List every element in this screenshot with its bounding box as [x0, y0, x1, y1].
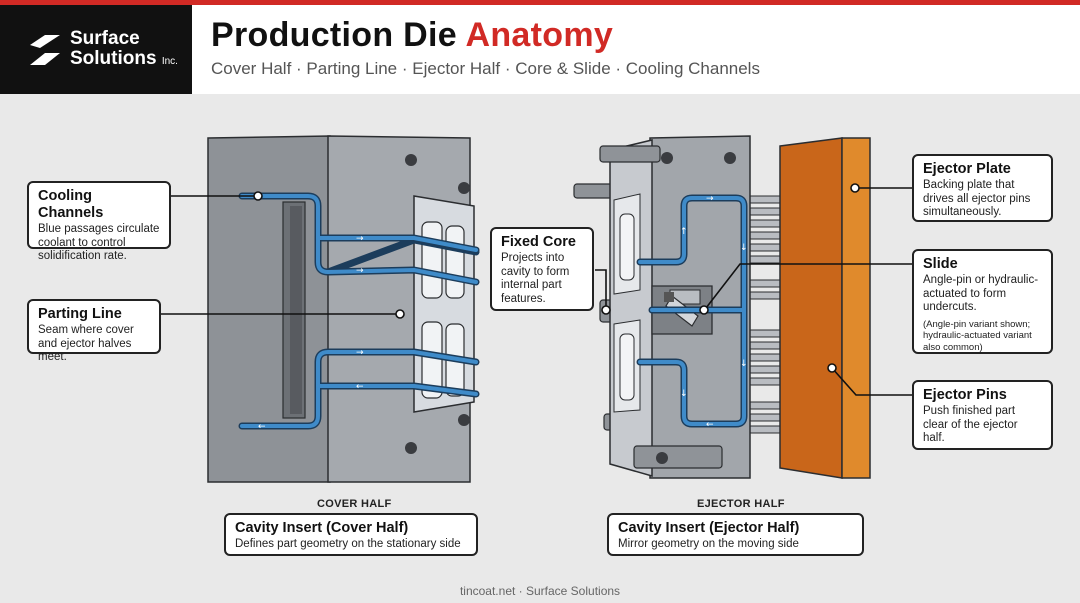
svg-text:↓: ↓ — [740, 243, 748, 253]
callout-slide: Slide Angle-pin or hydraulic-actuated to… — [912, 249, 1053, 354]
svg-text:→: → — [356, 234, 364, 244]
callout-cooling-channels: Cooling Channels Blue passages circulate… — [27, 181, 171, 262]
callout-cavity-ejector-title: Cavity Insert (Ejector Half) — [618, 520, 800, 536]
callout-parting-body: Seam where cover and ejector halves meet… — [38, 324, 134, 363]
logo-line2: Solutions Inc. — [70, 49, 178, 72]
svg-text:↑: ↑ — [680, 227, 688, 237]
title-accent: Anatomy — [465, 16, 614, 54]
svg-text:←: ← — [356, 382, 364, 392]
cooling-channels-ejector — [638, 196, 746, 426]
callout-pins-body: Push finished part clear of the ejector … — [923, 405, 1018, 444]
header — [192, 5, 1080, 94]
callout-ejector-plate: Ejector Plate Backing plate that drives … — [912, 154, 1053, 222]
callout-slide-note: (Angle-pin variant shown; hydraulic-actu… — [923, 318, 1032, 353]
callout-slide-title: Slide — [923, 256, 958, 272]
logo-mark-icon — [30, 35, 60, 65]
accent-bar — [0, 0, 1080, 5]
callout-slide-body: Angle-pin or hydraulic-actuated to form … — [923, 274, 1039, 313]
svg-text:←: ← — [706, 420, 714, 430]
label-ejector-half: EJECTOR HALF — [697, 498, 785, 510]
callout-core-title: Fixed Core — [501, 234, 576, 250]
svg-text:→: → — [706, 194, 714, 204]
ejector-plate — [779, 137, 843, 479]
callout-cavity-cover-body: Defines part geometry on the stationary … — [235, 538, 461, 550]
callout-cooling-body: Blue passages circulate coolant to contr… — [38, 223, 160, 262]
callout-core-body: Projects into cavity to form internal pa… — [501, 252, 570, 305]
callout-ejector-pins: Ejector Pins Push finished part clear of… — [912, 380, 1053, 450]
page-title: Production Die Anatomy — [211, 16, 613, 55]
callout-parting-title: Parting Line — [38, 306, 122, 322]
callout-cavity-ejector: Cavity Insert (Ejector Half) Mirror geom… — [607, 513, 864, 556]
svg-text:←: ← — [258, 422, 266, 432]
cover-half: → → → ← ← — [207, 135, 480, 483]
label-cover-half: COVER HALF — [317, 498, 392, 510]
ejector-half: → ↑ ↓ ↓ ↓ ← — [573, 135, 871, 479]
svg-text:↓: ↓ — [680, 389, 688, 399]
callout-plate-body: Backing plate that drives all ejector pi… — [923, 179, 1031, 218]
callout-cavity-cover: Cavity Insert (Cover Half) Defines part … — [224, 513, 478, 556]
svg-text:↓: ↓ — [740, 359, 748, 369]
cavity-insert-ejector — [609, 139, 653, 477]
logo-line1: Surface — [70, 28, 140, 49]
footer: tincoat.net · Surface Solutions — [459, 584, 621, 598]
title-main: Production Die — [211, 16, 457, 54]
callout-plate-title: Ejector Plate — [923, 161, 1011, 177]
callout-fixed-core: Fixed Core Projects into cavity to form … — [490, 227, 594, 311]
logo-line2-text: Solutions — [70, 48, 157, 69]
callout-pins-title: Ejector Pins — [923, 387, 1007, 403]
callout-cooling-title: Cooling Channels — [38, 188, 104, 221]
callout-cavity-cover-title: Cavity Insert (Cover Half) — [235, 520, 409, 536]
logo: Surface Solutions Inc. — [0, 5, 192, 94]
svg-text:→: → — [356, 348, 364, 358]
logo-suffix: Inc. — [161, 56, 178, 67]
svg-text:→: → — [356, 266, 364, 276]
callout-parting-line: Parting Line Seam where cover and ejecto… — [27, 299, 161, 363]
page-subtitle: Cover Half · Parting Line · Ejector Half… — [211, 59, 760, 78]
callout-cavity-ejector-body: Mirror geometry on the moving side — [618, 538, 799, 550]
